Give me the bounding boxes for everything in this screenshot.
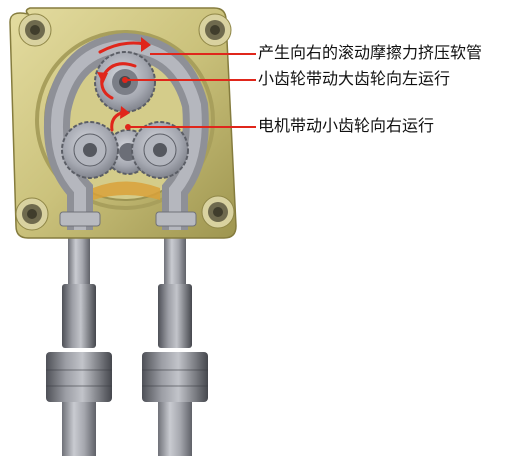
right-tube-lower (158, 402, 192, 456)
right-tube (164, 228, 186, 288)
corner-screw-icon (198, 13, 232, 47)
gear-icon (131, 121, 189, 179)
corner-screws (15, 13, 235, 231)
left-nut (46, 352, 112, 402)
annotation-motor-drives-small: 电机带动小齿轮向右运行 (258, 116, 435, 135)
left-tube-lower (62, 402, 96, 456)
corner-screw-icon (201, 195, 235, 229)
rotation-arrow-icon (110, 106, 130, 132)
rotation-arrow-icon (97, 62, 137, 100)
gear-icon (61, 121, 119, 179)
rotation-arrow-icon (98, 37, 151, 54)
leader-lines (125, 53, 256, 128)
hose-loop (43, 32, 209, 230)
rotation-arrows (97, 37, 151, 132)
left-tube (68, 228, 90, 288)
corner-screw-icon (15, 197, 49, 231)
tube-assembly (46, 228, 208, 456)
annotation-friction-squeeze: 产生向右的滚动摩擦力挤压软管 (258, 43, 483, 62)
right-nut (142, 352, 208, 402)
left-fitting-upper (62, 284, 96, 348)
annotation-small-drives-large: 小齿轮带动大齿轮向左运行 (258, 69, 451, 88)
corner-screw-icon (18, 13, 52, 47)
right-fitting-upper (158, 284, 192, 348)
